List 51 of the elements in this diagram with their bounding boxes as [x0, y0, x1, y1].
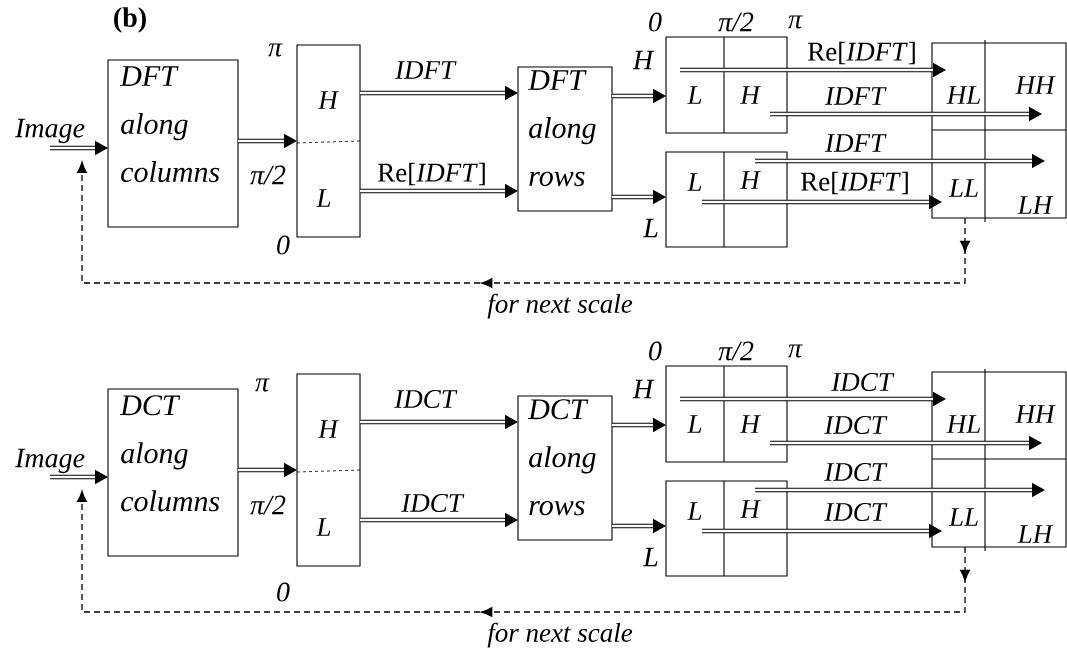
axis-label: L — [642, 218, 658, 238]
edge-label: IDFT — [824, 86, 887, 106]
axis-label: 0 — [277, 235, 290, 255]
output-grid: HL HH LL LH — [931, 368, 1067, 552]
panel-label: (b) — [114, 7, 146, 33]
edge-label: Re[IDFT] — [806, 40, 918, 66]
subband-box: L H — [665, 36, 788, 134]
axis-label: π/2 — [250, 495, 286, 515]
axis-label: 0 — [649, 341, 662, 361]
axis-label: π/2 — [250, 165, 286, 185]
input-label: Image — [14, 118, 85, 144]
node-label: L — [316, 518, 331, 536]
edge-label: IDCT — [823, 501, 888, 523]
process-box: DCT along columns — [107, 388, 239, 557]
band-box: H L — [296, 44, 361, 238]
edge-label: IDFT — [824, 133, 887, 153]
input-label: Image — [14, 448, 85, 474]
output-grid: HL HH LL LH — [931, 39, 1067, 223]
node-label: H — [317, 420, 339, 438]
axis-label: π — [788, 15, 803, 29]
axis-label: H — [632, 379, 655, 399]
subband-box: L H — [665, 480, 788, 577]
axis-label: π/2 — [718, 12, 754, 32]
edge-label: for next scale — [486, 292, 634, 320]
edge-label: IDCT — [400, 492, 465, 514]
process-box: DFT along rows — [517, 66, 613, 212]
edge-label: Re[IDFT] — [799, 170, 911, 196]
axis-label: π/2 — [718, 341, 754, 361]
band-box: H L — [296, 373, 361, 567]
edge-label: for next scale — [486, 621, 634, 649]
edge-label: IDCT — [823, 414, 888, 436]
axis-label: π — [788, 344, 803, 358]
process-box: DCT along rows — [517, 395, 613, 541]
edge-label: Re[IDFT] — [376, 161, 488, 187]
edge-label: IDFT — [394, 60, 457, 80]
subband-box: L H — [665, 365, 788, 463]
process-box: DFT along columns — [107, 59, 239, 228]
edge-label: IDCT — [823, 461, 888, 483]
subband-box: L H — [665, 151, 788, 248]
node-label: L — [316, 189, 331, 207]
axis-label: 0 — [277, 582, 290, 602]
edge-label: IDCT — [830, 371, 895, 393]
dashed-arrow — [77, 490, 970, 617]
edge-label: IDCT — [393, 388, 458, 410]
axis-label: H — [632, 50, 655, 70]
axis-label: L — [642, 547, 658, 567]
dashed-arrow — [77, 161, 970, 288]
axis-label: π — [268, 43, 283, 57]
node-label: H — [317, 91, 339, 109]
axis-label: 0 — [649, 12, 662, 32]
axis-label: π — [255, 378, 270, 392]
